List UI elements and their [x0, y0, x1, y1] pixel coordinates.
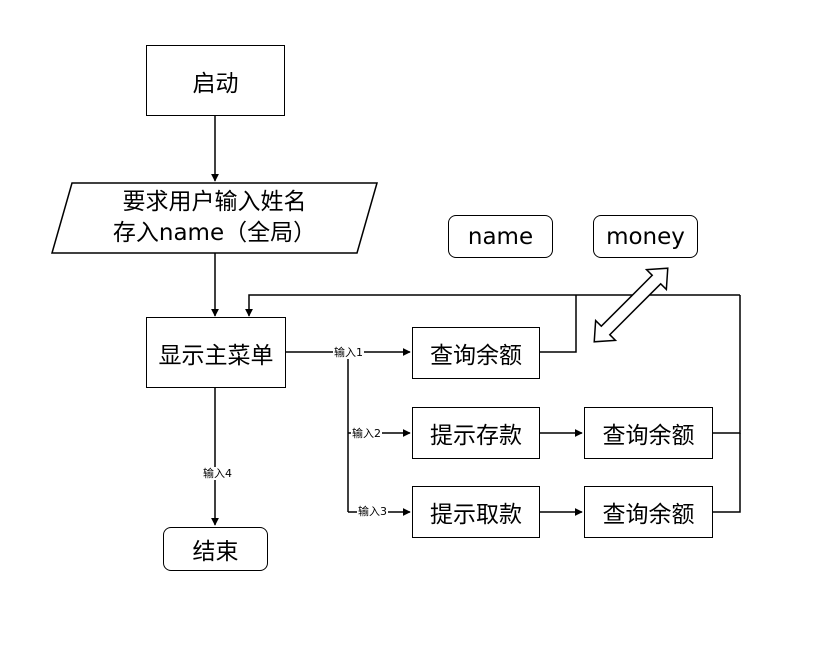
main-menu-label: 显示主菜单 [158, 342, 274, 369]
prompt-withdraw-label: 提示取款 [430, 502, 522, 528]
start-label: 启动 [192, 70, 239, 97]
edge-query2-return [713, 295, 741, 434]
start-node: 启动 [146, 45, 285, 116]
variable-name-box: name [448, 215, 553, 258]
query-balance-label-1: 查询余额 [430, 343, 522, 369]
query-balance-node-1: 查询余额 [412, 327, 540, 379]
edge-return-to-menu [245, 294, 740, 317]
variable-money-box: money [593, 215, 698, 258]
variable-money-label: money [606, 223, 685, 250]
edge-label-input2: 输入2 [351, 427, 382, 440]
prompt-deposit-node: 提示存款 [412, 407, 540, 459]
money-exchange-double-arrow-icon [593, 267, 669, 343]
edge-label-input4: 输入4 [202, 467, 233, 480]
input-name-label-line1: 要求用户输入姓名 [122, 189, 307, 215]
query-balance-node-3: 查询余额 [584, 486, 713, 538]
main-menu-node: 显示主菜单 [146, 317, 286, 388]
prompt-withdraw-node: 提示取款 [412, 486, 540, 538]
edge-label-input1: 输入1 [333, 346, 364, 359]
input-name-label-line2: 存入name（全局） [112, 220, 317, 246]
input-name-parallelogram [51, 182, 378, 254]
edge-label-input3: 输入3 [357, 505, 388, 518]
query-balance-node-2: 查询余额 [584, 407, 713, 459]
query-balance-label-2: 查询余额 [602, 423, 695, 449]
edge-query1-return [540, 295, 577, 353]
end-label: 结束 [192, 539, 239, 565]
input-name-node: 要求用户输入姓名 存入name（全局） [72, 185, 357, 251]
edge-query3-return [713, 433, 741, 513]
query-balance-label-3: 查询余额 [602, 502, 695, 528]
variable-name-label: name [467, 223, 534, 250]
prompt-deposit-label: 提示存款 [430, 423, 522, 449]
end-node: 结束 [163, 527, 268, 571]
